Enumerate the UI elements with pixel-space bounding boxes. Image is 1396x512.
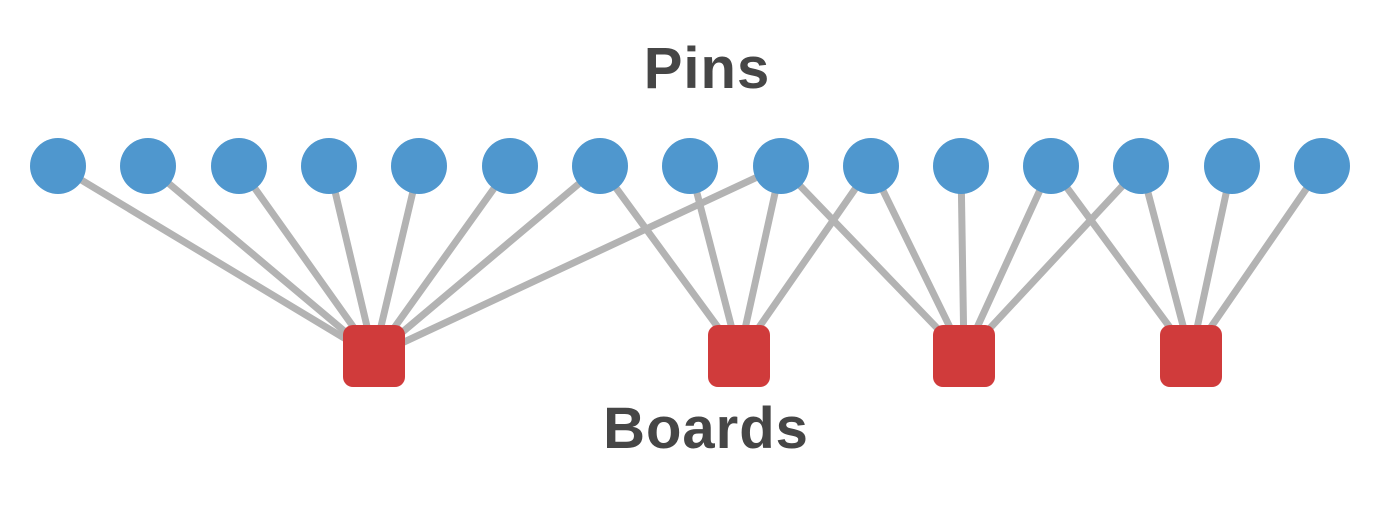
pin-node <box>1204 138 1260 194</box>
edge-line <box>957 162 968 360</box>
edge-line <box>370 162 604 360</box>
pin-node <box>1294 138 1350 194</box>
pin-node <box>482 138 538 194</box>
pin-node <box>662 138 718 194</box>
pins-label: Pins <box>643 36 771 101</box>
edge-line <box>325 162 378 360</box>
pin-node <box>301 138 357 194</box>
pin-node <box>753 138 809 194</box>
edge-line <box>735 162 785 360</box>
board-node <box>708 325 770 387</box>
pin-node <box>1113 138 1169 194</box>
edge-line <box>370 162 423 360</box>
pin-node <box>30 138 86 194</box>
edge-line <box>235 162 378 360</box>
board-node <box>933 325 995 387</box>
board-node <box>343 325 405 387</box>
edge-line <box>370 162 514 360</box>
pin-node <box>933 138 989 194</box>
pin-node <box>211 138 267 194</box>
edge-line <box>370 162 785 360</box>
edge-line <box>960 162 1145 360</box>
pin-node <box>120 138 176 194</box>
edge-line <box>960 162 1055 360</box>
pin-node <box>843 138 899 194</box>
edge-line <box>686 162 743 360</box>
edge-line <box>1137 162 1195 360</box>
board-node <box>1160 325 1222 387</box>
edge-line <box>1047 162 1195 360</box>
edge-line <box>735 162 875 360</box>
edge-line <box>144 162 378 360</box>
edge-line <box>54 162 378 360</box>
pin-node <box>572 138 628 194</box>
edge-line <box>1187 162 1326 360</box>
edge-line <box>867 162 968 360</box>
boards-label: Boards <box>603 396 809 461</box>
edge-line <box>777 162 968 360</box>
pin-node <box>1023 138 1079 194</box>
edge-line <box>1187 162 1236 360</box>
pin-node <box>391 138 447 194</box>
edge-line <box>596 162 743 360</box>
